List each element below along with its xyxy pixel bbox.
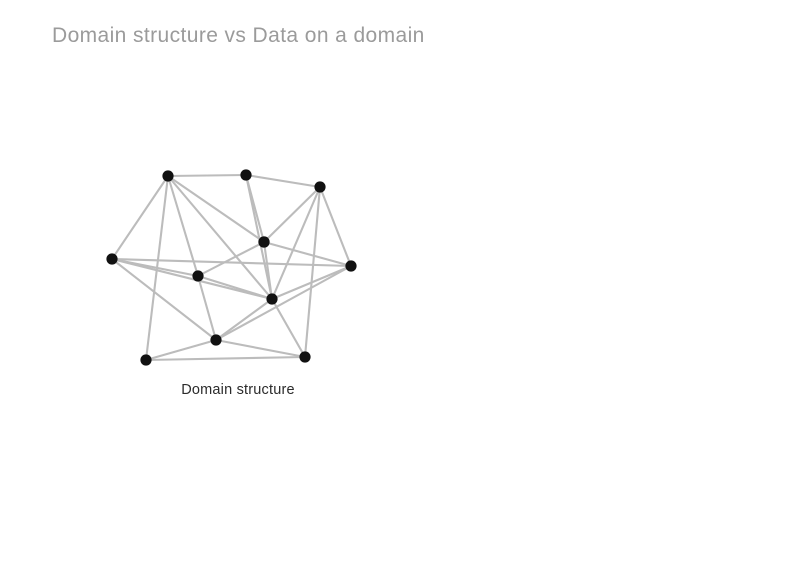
graph-edge bbox=[318, 185, 353, 268]
graph-node bbox=[162, 170, 174, 182]
graph-edge bbox=[214, 297, 274, 342]
graph-node bbox=[345, 260, 357, 272]
graph-edge bbox=[110, 174, 170, 261]
graph-edge bbox=[244, 173, 322, 189]
graph-edge bbox=[214, 264, 353, 342]
graph-edge bbox=[110, 257, 353, 268]
graph-edge bbox=[110, 257, 218, 342]
graph-edge bbox=[110, 257, 274, 301]
graph-node bbox=[314, 181, 326, 193]
graph-edge bbox=[262, 185, 322, 244]
domain-structure-figure: Domain structure bbox=[88, 150, 388, 415]
graph-edge bbox=[270, 297, 307, 359]
figure-caption: Domain structure bbox=[181, 382, 295, 398]
graph-edge bbox=[214, 338, 307, 359]
graph-edge bbox=[144, 338, 218, 362]
graph-edge bbox=[166, 174, 266, 244]
graph-edge bbox=[144, 355, 307, 362]
graph-node bbox=[299, 351, 311, 363]
graph-edge bbox=[196, 240, 266, 278]
graph-edge bbox=[270, 185, 322, 301]
graph-node bbox=[140, 354, 152, 366]
graph-node bbox=[266, 293, 278, 305]
graph-node bbox=[240, 169, 252, 181]
graph-edge bbox=[270, 264, 353, 301]
graph-diagram bbox=[106, 169, 357, 366]
graph-node bbox=[192, 270, 204, 282]
graph-edge bbox=[303, 185, 322, 359]
graph-edge-layer bbox=[110, 173, 353, 362]
graph-edge bbox=[166, 174, 200, 278]
graph-node bbox=[106, 253, 118, 265]
graph-node bbox=[258, 236, 270, 248]
graph-edge bbox=[166, 174, 274, 301]
graph-edge bbox=[262, 240, 353, 268]
graph-node bbox=[210, 334, 222, 346]
graph-edge bbox=[196, 274, 274, 301]
graph-node-layer bbox=[106, 169, 357, 366]
graph-edge bbox=[196, 274, 218, 342]
graph-edge bbox=[244, 173, 274, 301]
graph-edge bbox=[166, 173, 248, 178]
graph-edge bbox=[262, 240, 274, 301]
page-title: Domain structure vs Data on a domain bbox=[52, 24, 425, 47]
